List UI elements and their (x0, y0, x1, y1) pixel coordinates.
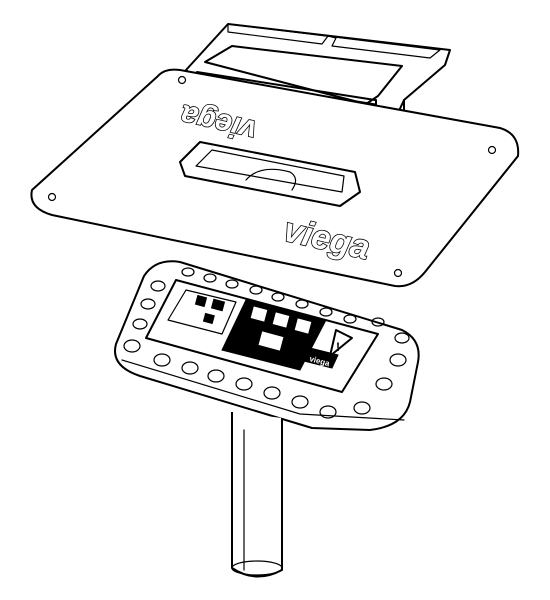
flange-holes (123, 267, 410, 419)
base-flange: ! viega (114, 260, 420, 431)
plate-recess (179, 141, 361, 207)
screw-hole (47, 192, 57, 202)
cover-plate: viega viega (30, 68, 520, 288)
screw-hole (393, 268, 403, 278)
instruction-label: ! viega (145, 279, 379, 393)
warning-triangle (329, 329, 353, 357)
pictogram-small (194, 294, 226, 325)
top-clip-frame (185, 23, 451, 119)
pictogram-large (250, 306, 312, 351)
screw-hole (177, 75, 187, 85)
warning-mark: ! (336, 340, 340, 354)
screw-hole (487, 145, 497, 155)
pipe (231, 412, 283, 578)
label-brand-tag (303, 347, 339, 369)
